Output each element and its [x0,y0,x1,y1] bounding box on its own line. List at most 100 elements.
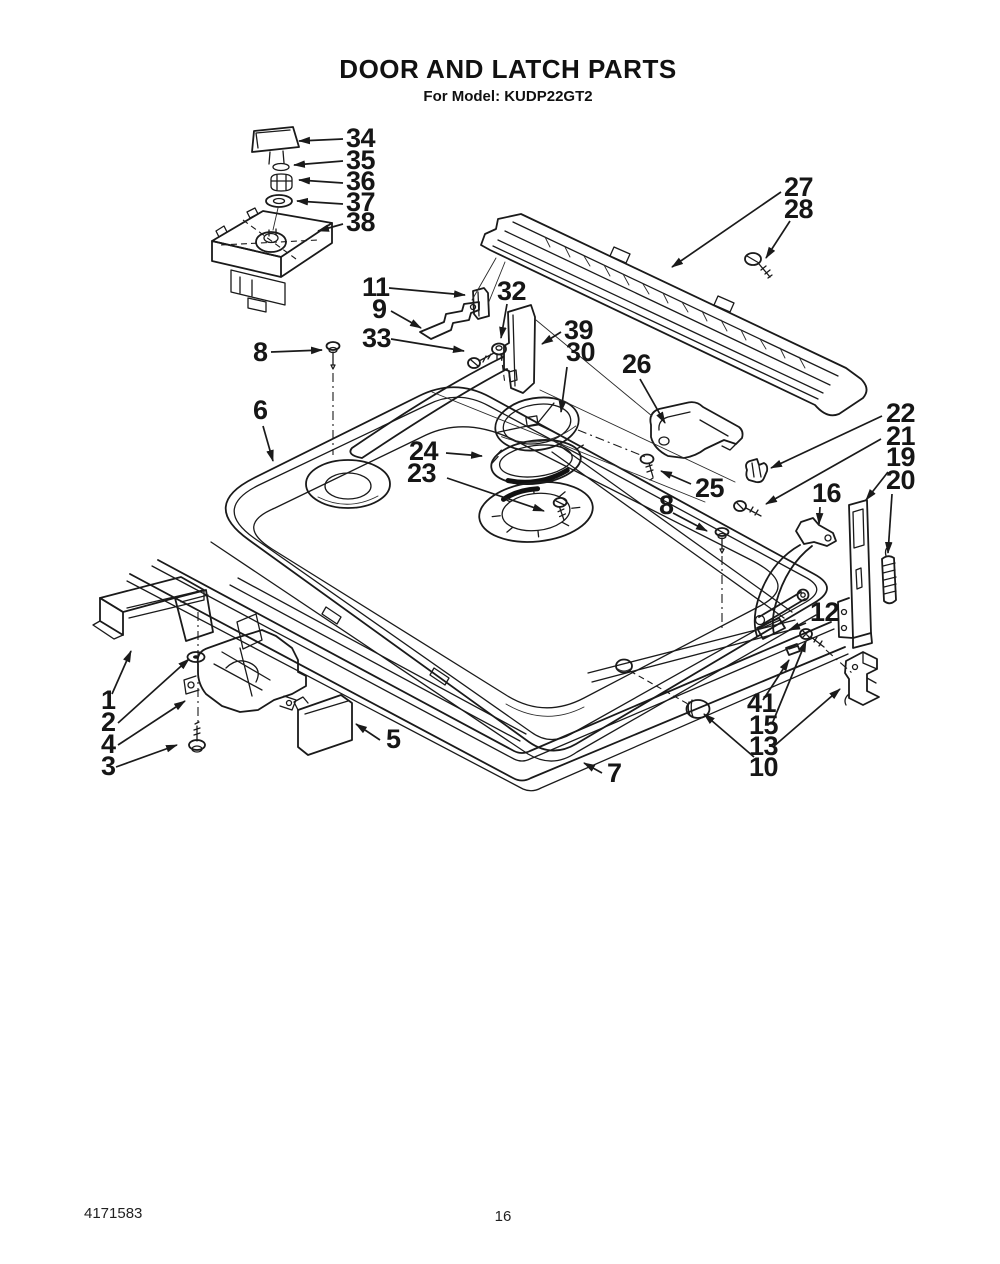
callout-8-11: 8 [253,337,268,367]
callout-leader-6-12 [262,425,274,462]
callout-leader-9-8 [390,310,422,329]
part-22-clip [745,458,769,484]
callout-leader-10-29 [703,713,755,758]
callout-28-6: 28 [784,194,814,224]
callout-4-32: 4 [101,729,116,759]
callout-20-23: 20 [886,465,915,495]
callout-19-22: 19 [886,442,916,472]
callout-leader-13-28 [772,688,841,748]
part-10-hole-plug [615,658,711,719]
callout-leader-35-1 [293,160,344,168]
callout-leader-2-31 [117,658,190,724]
callout-15-27: 15 [749,710,779,740]
part-12-pin [756,617,786,640]
part-20-spring [881,545,897,605]
callout-12-25: 12 [810,597,839,627]
callout-leader-11-7 [388,287,466,298]
part-21-screw [733,500,762,517]
callout-8-19: 8 [659,490,674,520]
callout-leader-39-13 [541,331,562,345]
callout-leader-19-22 [865,471,889,501]
callout-1-30: 1 [101,685,116,715]
part-39-duct-plate [503,304,536,394]
callout-3-33: 3 [101,751,116,781]
callout-leader-20-23 [884,493,893,554]
part-2-washer [186,651,206,663]
part-1-bracket [92,576,214,642]
part-33-screw [467,352,495,369]
part-11-cover [472,287,490,320]
callout-34-0: 34 [346,123,376,153]
callout-leader-34-0 [298,136,344,145]
callout-32-9: 32 [497,276,526,306]
callout-leader-5-34 [355,723,381,741]
callout-16-24: 16 [812,478,842,508]
callout-leader-23-17 [446,477,545,512]
callout-39-13: 39 [564,315,594,345]
part-8-screw-right [714,527,730,630]
part-5-access-plate [293,694,353,756]
callout-25-18: 25 [695,473,725,503]
callout-9-8: 9 [372,294,387,324]
callout-leader-22-20 [770,415,883,469]
callout-leader-27-5 [671,191,782,268]
callout-leader-8-19 [672,512,708,532]
part-8-screw-left [325,341,341,455]
callout-5-34: 5 [386,724,401,754]
callout-22-20: 22 [886,398,915,428]
callout-leader-32-9 [499,303,508,339]
part-37-washer [265,194,293,208]
callout-leader-36-2 [298,176,344,185]
callout-leader-7-35 [583,762,603,774]
footer-page-number: 16 [495,1208,512,1225]
construction-lines [431,257,736,503]
part-28-screw [744,252,773,279]
callout-leader-4-32 [117,700,186,746]
callout-leader-37-3 [296,197,344,206]
callout-26-15: 26 [622,349,652,379]
callout-leader-33-10 [390,338,465,353]
part-36-nut [270,173,293,192]
callout-leader-38-4 [317,223,344,232]
callout-2-31: 2 [101,707,116,737]
callout-leader-3-33 [115,744,178,768]
callout-leader-26-15 [639,378,666,424]
part-timer-assembly [211,126,333,313]
part-30-vent-ring [494,396,580,452]
callout-11-7: 11 [362,272,390,302]
callout-leader-1-30 [111,650,132,695]
part-19-latch-strip [837,499,873,649]
callout-leader-8-11 [270,346,323,355]
callout-leader-15-27 [771,640,807,725]
callout-leader-12-25 [788,622,807,631]
part-7-outer-door-panel [126,559,849,792]
part-35-washer [272,162,290,172]
callout-leader-24-16 [445,451,483,459]
page-subtitle: For Model: KUDP22GT2 [423,88,592,105]
callout-41-26: 41 [747,688,777,718]
callout-24-16: 24 [409,436,439,466]
callout-35-1: 35 [346,145,376,175]
callout-leader-28-6 [765,220,791,259]
part-16-hinge-arm [753,517,837,637]
callout-6-12: 6 [253,395,268,425]
callout-10-29: 10 [749,752,778,782]
callout-36-2: 36 [346,166,376,196]
footer-part-code: 4171583 [84,1205,142,1222]
part-13-bracket [844,651,880,706]
part-3-screw [188,721,206,753]
callout-leader-25-18 [660,470,692,485]
callout-leader-30-14 [558,366,568,413]
callout-33-10: 33 [362,323,392,353]
part-26-latch-assembly [649,401,744,459]
part-27-vent-grille [480,213,868,417]
callout-21-21: 21 [886,421,916,451]
part-41-spacer [785,643,801,656]
callout-leader-16-24 [815,506,824,525]
part-25-screw [639,453,655,481]
part-recess-circle [305,459,391,509]
part-23-vent-base-ring [478,481,594,543]
